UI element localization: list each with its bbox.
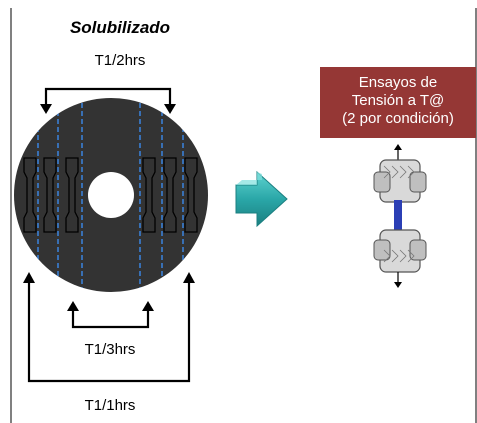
label-t1-3hrs: T1/3hrs <box>84 341 136 358</box>
tensile-specimens <box>23 157 198 233</box>
test-box-line-1: Ensayos de <box>358 74 438 91</box>
label-t1-1hrs: T1/1hrs <box>84 397 136 414</box>
arrowhead-top-left <box>40 104 52 114</box>
arrowhead-mid-right <box>142 301 154 311</box>
arrowhead-top-right <box>164 104 176 114</box>
arrowhead-bot-left <box>23 272 35 283</box>
bracket-bottom <box>27 280 191 383</box>
test-box-line-3: (2 por condición) <box>342 110 454 127</box>
arrowhead-mid-left <box>67 301 79 311</box>
process-arrow-icon <box>235 170 288 228</box>
diagram-title: Solubilizado <box>69 18 171 37</box>
tensile-grips-icon <box>373 144 427 288</box>
test-box-line-2: Tensión a T@ <box>351 92 445 109</box>
bracket-top <box>44 87 172 110</box>
tension-test-box: Ensayos de Tensión a T@ (2 por condición… <box>320 67 476 138</box>
label-t1-2hrs: T1/2hrs <box>94 52 146 69</box>
bracket-middle <box>71 308 150 329</box>
sample-disc <box>14 98 208 292</box>
arrowhead-bot-right <box>183 272 195 283</box>
